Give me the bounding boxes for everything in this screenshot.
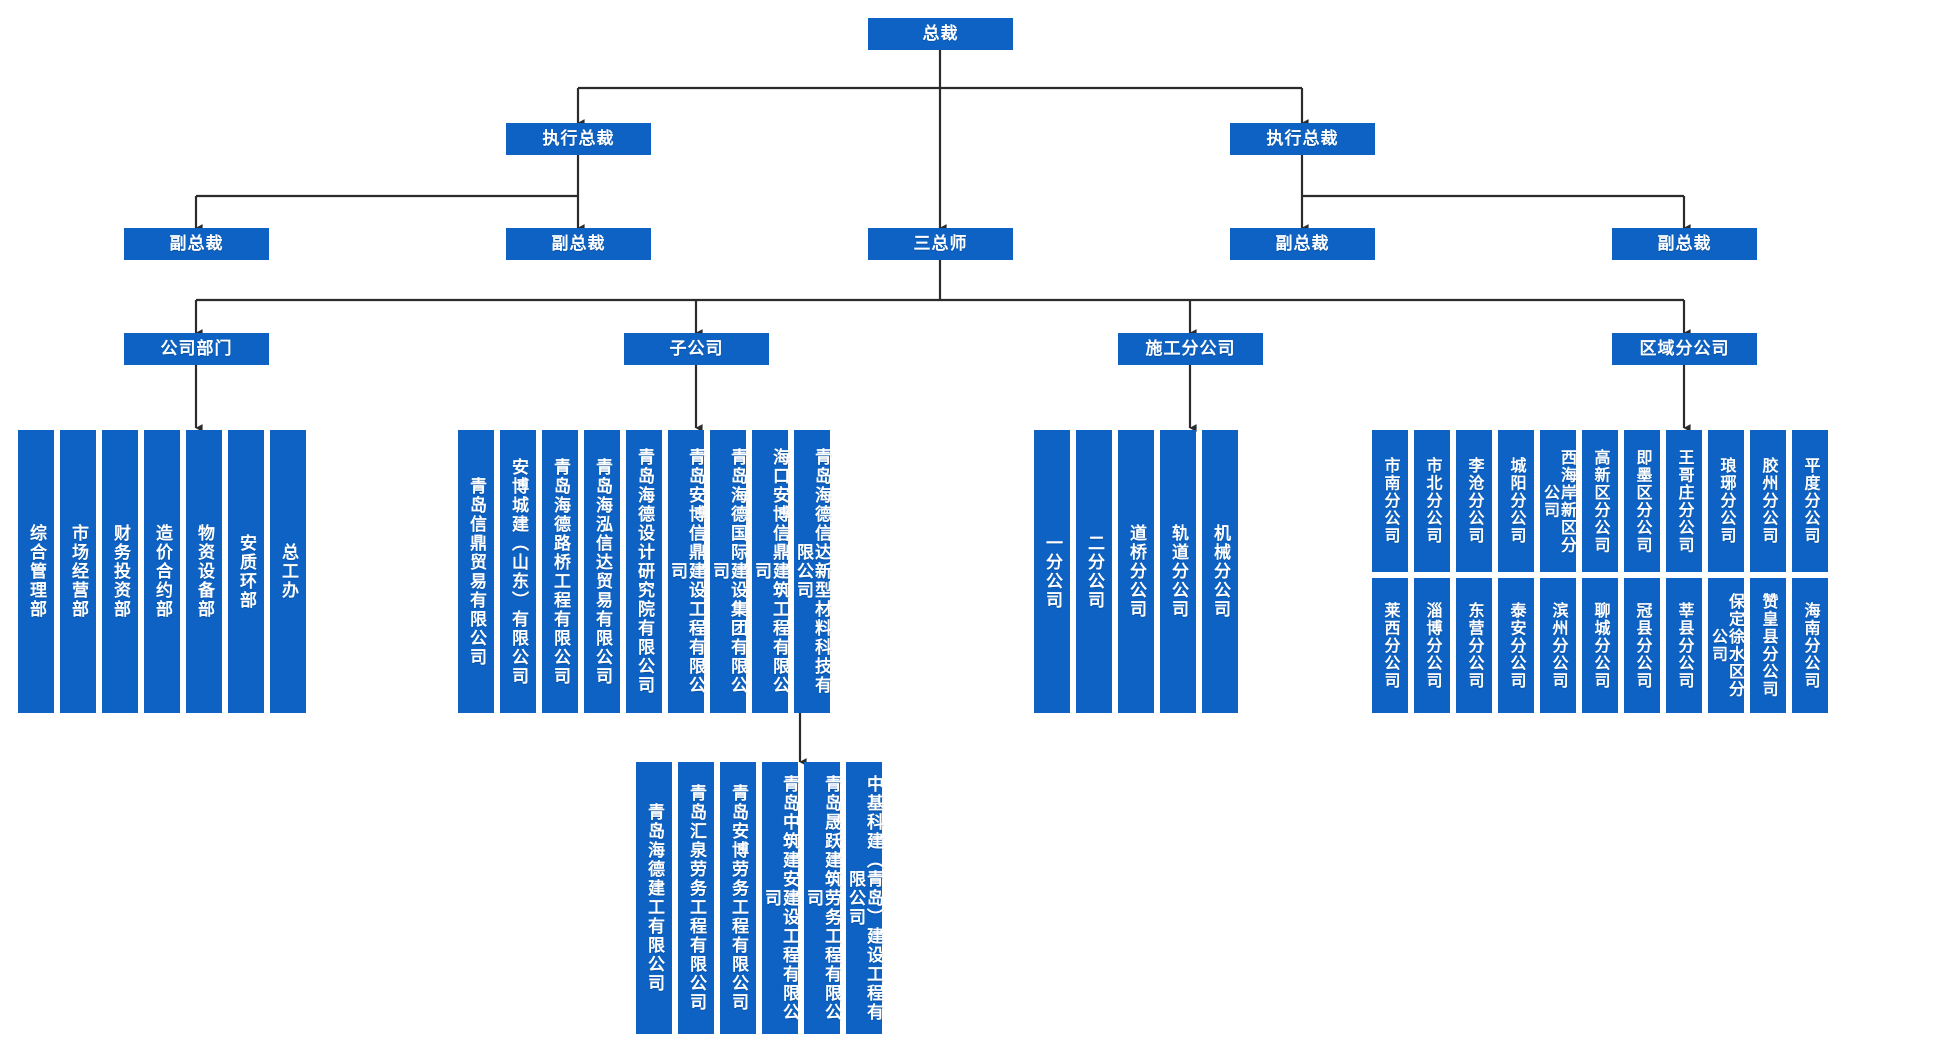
card-subsidiary-sub-1[interactable]: 青岛海德建工有限公司 — [636, 762, 672, 1034]
card-subsidiary-7[interactable]: 青岛海德国际建设集团有限公司 — [709, 430, 747, 713]
card-construction-branch-2[interactable]: 二分公司 — [1076, 430, 1112, 713]
card-regional-branch-b-10[interactable]: 赞皇县分公司 — [1750, 578, 1786, 713]
card-subsidiary-sub-6[interactable]: 中基科建（青岛）建设工程有限公司 — [845, 762, 883, 1034]
card-department-6[interactable]: 安质环部 — [228, 430, 264, 713]
card-regional-branch-b-3[interactable]: 东营分公司 — [1456, 578, 1492, 713]
card-regional-branch-11[interactable]: 平度分公司 — [1792, 430, 1828, 572]
card-regional-branch-7[interactable]: 即墨区分公司 — [1624, 430, 1660, 572]
card-regional-branch-b-4[interactable]: 泰安分公司 — [1498, 578, 1534, 713]
card-regional-branch-b-8[interactable]: 莘县分公司 — [1666, 578, 1702, 713]
card-subsidiary-6[interactable]: 青岛安博信鼎建设工程有限公司 — [667, 430, 705, 713]
node-executive-president-right[interactable]: 执行总裁 — [1230, 123, 1375, 155]
card-regional-branch-9[interactable]: 琅琊分公司 — [1708, 430, 1744, 572]
node-president[interactable]: 总裁 — [868, 18, 1013, 50]
card-regional-branch-6[interactable]: 高新区分公司 — [1582, 430, 1618, 572]
card-subsidiary-sub-3[interactable]: 青岛安博劳务工程有限公司 — [720, 762, 756, 1034]
card-regional-branch-b-1[interactable]: 莱西分公司 — [1372, 578, 1408, 713]
card-department-7[interactable]: 总工办 — [270, 430, 306, 713]
card-department-1[interactable]: 综合管理部 — [18, 430, 54, 713]
card-regional-branch-b-2[interactable]: 淄博分公司 — [1414, 578, 1450, 713]
card-construction-branch-4[interactable]: 轨道分公司 — [1160, 430, 1196, 713]
card-construction-branch-3[interactable]: 道桥分公司 — [1118, 430, 1154, 713]
node-regional-branches[interactable]: 区域分公司 — [1612, 333, 1757, 365]
card-subsidiary-sub-4[interactable]: 青岛中筑建安建设工程有限公司 — [761, 762, 799, 1034]
card-subsidiary-1[interactable]: 青岛信鼎贸易有限公司 — [458, 430, 494, 713]
node-vice-president-2[interactable]: 副总裁 — [506, 228, 651, 260]
card-subsidiary-sub-5[interactable]: 青岛晟跃建筑劳务工程有限公司 — [803, 762, 841, 1034]
card-construction-branch-1[interactable]: 一分公司 — [1034, 430, 1070, 713]
card-regional-branch-b-11[interactable]: 海南分公司 — [1792, 578, 1828, 713]
card-construction-branch-5[interactable]: 机械分公司 — [1202, 430, 1238, 713]
node-subsidiaries[interactable]: 子公司 — [624, 333, 769, 365]
card-regional-branch-8[interactable]: 王哥庄分公司 — [1666, 430, 1702, 572]
node-company-departments[interactable]: 公司部门 — [124, 333, 269, 365]
node-construction-branches[interactable]: 施工分公司 — [1118, 333, 1263, 365]
card-subsidiary-5[interactable]: 青岛海德设计研究院有限公司 — [626, 430, 662, 713]
node-executive-president-left[interactable]: 执行总裁 — [506, 123, 651, 155]
node-chief-engineers[interactable]: 三总师 — [868, 228, 1013, 260]
card-regional-branch-2[interactable]: 市北分公司 — [1414, 430, 1450, 572]
card-regional-branch-b-5[interactable]: 滨州分公司 — [1540, 578, 1576, 713]
node-vice-president-4[interactable]: 副总裁 — [1612, 228, 1757, 260]
card-regional-branch-3[interactable]: 李沧分公司 — [1456, 430, 1492, 572]
card-subsidiary-4[interactable]: 青岛海泓信达贸易有限公司 — [584, 430, 620, 713]
card-department-3[interactable]: 财务投资部 — [102, 430, 138, 713]
card-regional-branch-4[interactable]: 城阳分公司 — [1498, 430, 1534, 572]
card-department-4[interactable]: 造价合约部 — [144, 430, 180, 713]
node-vice-president-3[interactable]: 副总裁 — [1230, 228, 1375, 260]
card-subsidiary-2[interactable]: 安博城建（山东）有限公司 — [500, 430, 536, 713]
card-department-2[interactable]: 市场经营部 — [60, 430, 96, 713]
card-subsidiary-8[interactable]: 海口安博信鼎建筑工程有限公司 — [751, 430, 789, 713]
card-regional-branch-10[interactable]: 胶州分公司 — [1750, 430, 1786, 572]
card-department-5[interactable]: 物资设备部 — [186, 430, 222, 713]
card-regional-branch-b-7[interactable]: 冠县分公司 — [1624, 578, 1660, 713]
card-regional-branch-b-9[interactable]: 保定徐水区分公司 — [1708, 578, 1745, 713]
card-subsidiary-sub-2[interactable]: 青岛汇泉劳务工程有限公司 — [678, 762, 714, 1034]
card-subsidiary-9[interactable]: 青岛海德信达新型材料科技有限公司 — [793, 430, 831, 713]
card-regional-branch-5[interactable]: 西海岸新区分公司 — [1540, 430, 1577, 572]
card-regional-branch-1[interactable]: 市南分公司 — [1372, 430, 1408, 572]
card-subsidiary-3[interactable]: 青岛海德路桥工程有限公司 — [542, 430, 578, 713]
card-regional-branch-b-6[interactable]: 聊城分公司 — [1582, 578, 1618, 713]
node-vice-president-1[interactable]: 副总裁 — [124, 228, 269, 260]
